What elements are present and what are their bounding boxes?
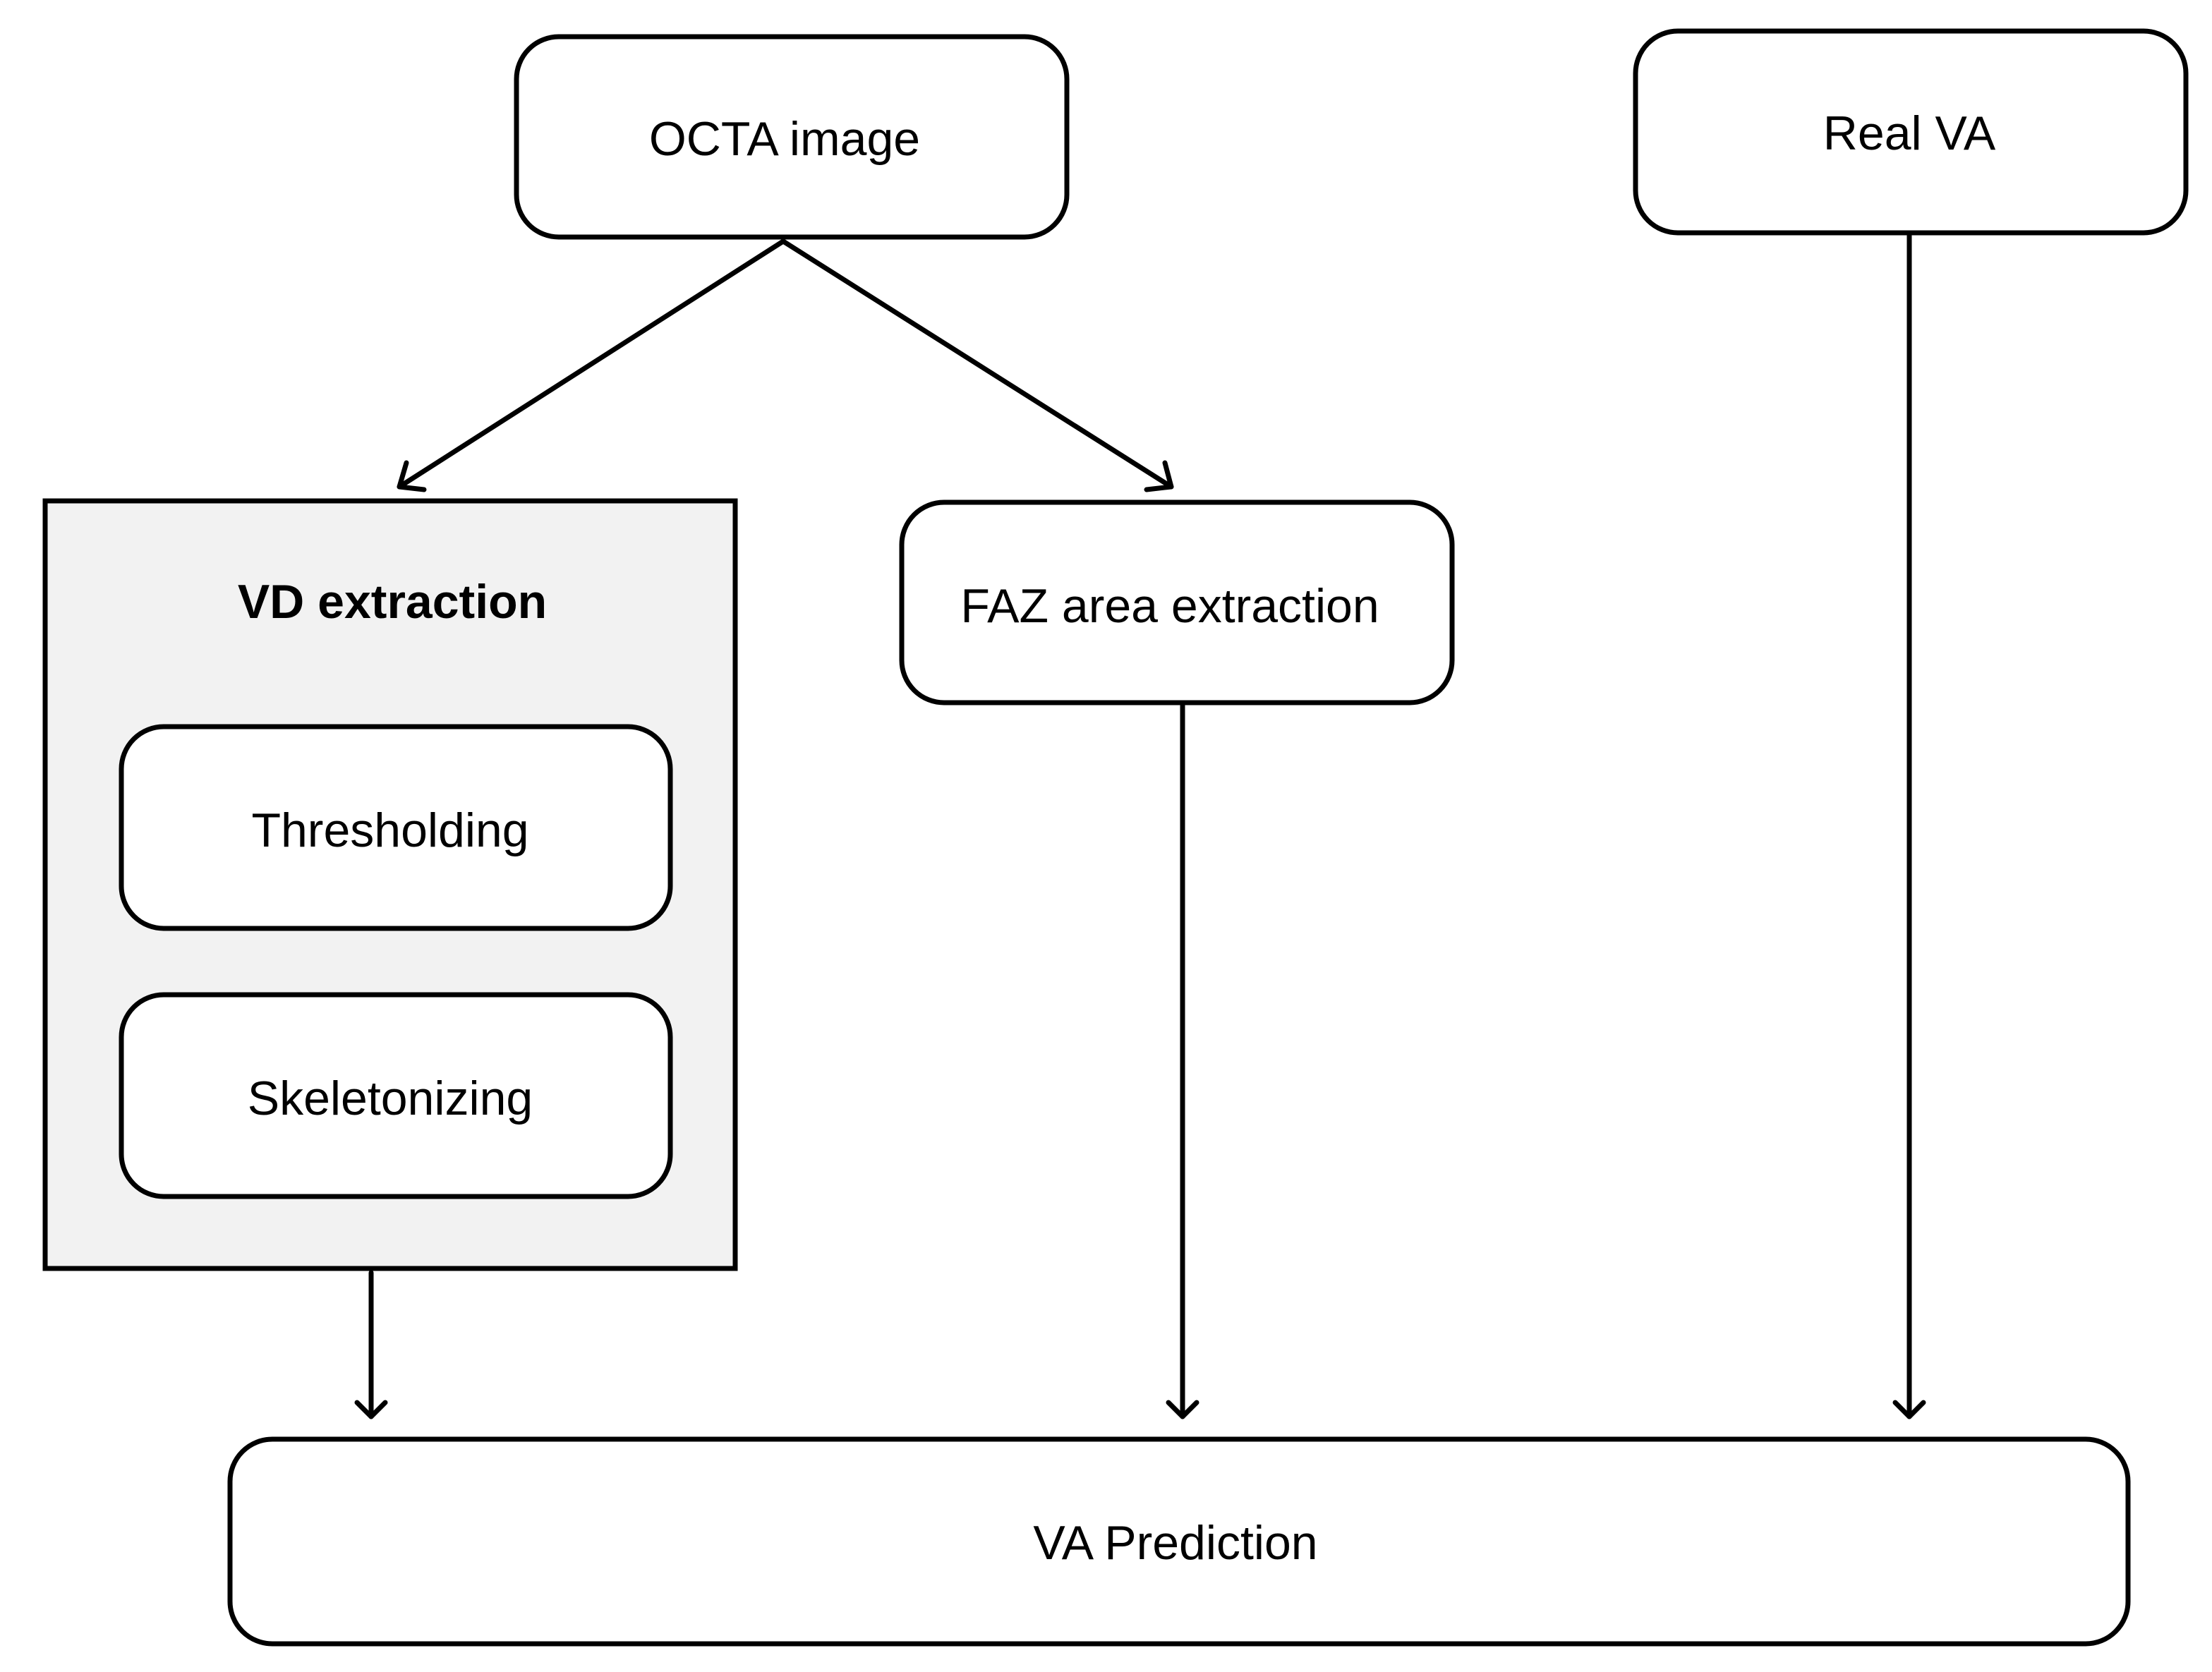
edge-octa-to-faz [780,238,1174,492]
octa-image-box [514,34,1070,240]
faz-area-extraction-box [899,499,1455,705]
node-thresholding: Thresholding [119,724,673,931]
edge-realva-to-prediction [1892,233,1926,1419]
node-faz-area-extraction: FAZ area extraction [899,499,1455,705]
edge-octa-to-vd [397,238,786,492]
edge-faz-to-prediction [1166,703,1199,1419]
skeletonizing-label: Skeletonizing [248,1072,533,1125]
group-vd-extraction: VD extraction Thresholding Skeletonizing [42,498,738,1271]
real-va-box [1633,28,2189,236]
edge-vd-to-prediction [354,1270,388,1419]
va-prediction-label: VA Prediction [1033,1516,1317,1570]
skeletonizing-box [119,992,673,1199]
va-prediction-box [227,1436,2131,1647]
octa-image-label: OCTA image [649,112,920,166]
vd-extraction-title: VD extraction [238,575,547,629]
node-octa-image: OCTA image [514,34,1070,240]
node-skeletonizing: Skeletonizing [119,992,673,1199]
thresholding-box [119,724,673,931]
thresholding-label: Thresholding [251,804,528,857]
node-real-va: Real VA [1633,28,2189,236]
faz-area-extraction-label: FAZ area extraction [960,579,1379,633]
real-va-label: Real VA [1823,107,1996,160]
node-va-prediction: VA Prediction [227,1436,2131,1647]
